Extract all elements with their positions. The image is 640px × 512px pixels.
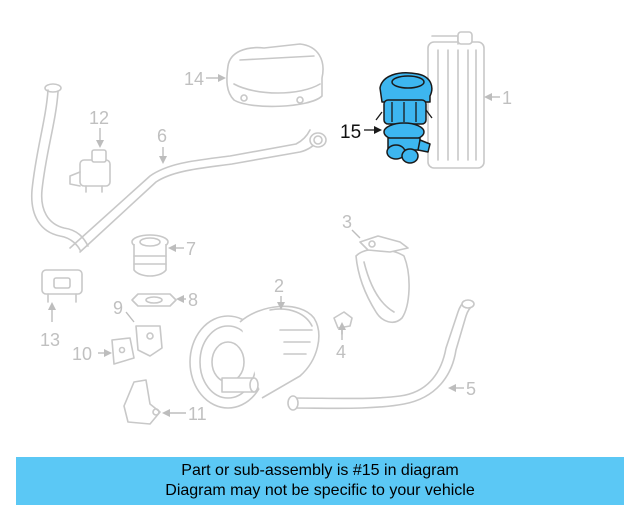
callout-13: 13 — [40, 302, 60, 350]
callout-4: 4 — [336, 322, 346, 362]
callout-1-label: 1 — [502, 88, 512, 108]
part-2 — [189, 305, 320, 409]
part-6 — [69, 129, 327, 253]
callout-12-label: 12 — [89, 108, 109, 128]
part-10 — [111, 337, 135, 365]
callout-13-label: 13 — [40, 330, 60, 350]
callout-8: 8 — [176, 290, 198, 310]
left-hose — [30, 83, 89, 251]
callout-15: 15 — [340, 122, 382, 143]
callout-6-label: 6 — [157, 126, 167, 146]
callout-10-label: 10 — [72, 344, 92, 364]
info-banner: Part or sub-assembly is #15 in diagram D… — [16, 457, 624, 505]
part-8 — [131, 293, 177, 307]
callout-8-label: 8 — [188, 290, 198, 310]
part-1 — [427, 31, 485, 169]
callout-3-label: 3 — [342, 212, 352, 232]
banner-line-1: Part or sub-assembly is #15 in diagram — [181, 462, 459, 479]
part-14 — [226, 43, 324, 108]
part-13 — [41, 269, 83, 303]
callout-9-label: 9 — [113, 298, 123, 318]
callout-7-label: 7 — [186, 239, 196, 259]
part-3 — [355, 235, 410, 324]
callout-7: 7 — [168, 239, 196, 259]
callout-11: 11 — [162, 404, 207, 424]
part-5 — [287, 299, 475, 411]
parts-diagram: 1 15 14 — [30, 31, 512, 425]
callout-14-label: 14 — [184, 69, 204, 89]
callout-11-label: 11 — [188, 404, 207, 424]
callout-6: 6 — [157, 126, 167, 164]
callout-15-label: 15 — [340, 122, 361, 143]
part-9 — [135, 325, 163, 357]
callout-5: 5 — [448, 379, 476, 399]
part-4 — [333, 311, 353, 335]
callout-9: 9 — [113, 298, 135, 323]
callout-5-label: 5 — [466, 379, 476, 399]
callout-10: 10 — [72, 344, 112, 364]
part-11 — [123, 379, 161, 425]
part-15-highlighted — [375, 72, 433, 164]
callout-2: 2 — [274, 276, 285, 310]
part-12 — [69, 149, 111, 193]
part-7 — [131, 234, 169, 277]
callout-3: 3 — [342, 212, 361, 239]
callout-2-label: 2 — [274, 276, 284, 296]
banner-line-2: Diagram may not be specific to your vehi… — [165, 482, 475, 499]
callout-1: 1 — [484, 88, 512, 108]
callout-14: 14 — [184, 69, 226, 89]
callout-12: 12 — [89, 108, 109, 148]
callout-4-label: 4 — [336, 342, 346, 362]
